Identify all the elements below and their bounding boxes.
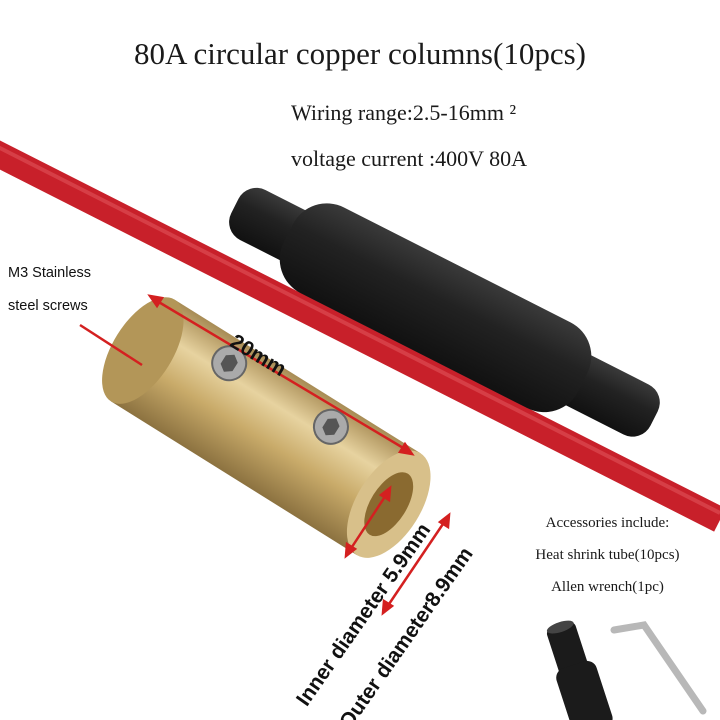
voltage-current-spec: voltage current :400V 80A — [291, 146, 528, 171]
wiring-range-spec: Wiring range:2.5-16mm ² — [291, 100, 517, 125]
brass-connector — [102, 297, 431, 558]
screw-label-line1: M3 Stainless — [8, 265, 92, 281]
accessory-shrink-tube — [546, 620, 613, 720]
product-title: 80A circular copper columns(10pcs) — [134, 36, 586, 71]
accessories-heading: Accessories include: — [545, 515, 670, 531]
screw-label-line2: steel screws — [8, 298, 88, 314]
accessory-allen-wrench — [610, 621, 707, 715]
accessory-item: Heat shrink tube(10pcs) — [535, 547, 680, 563]
accessory-item: Allen wrench(1pc) — [551, 579, 664, 595]
red-wire — [0, 140, 720, 532]
dimension-arrows — [79, 294, 451, 616]
heat-shrink-tube — [229, 187, 660, 437]
